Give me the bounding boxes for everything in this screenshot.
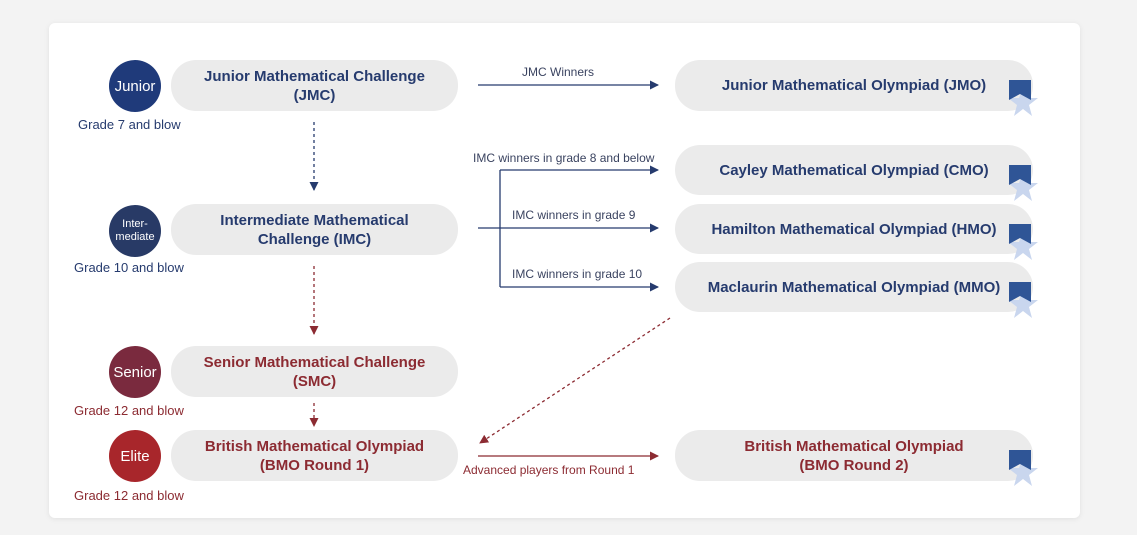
arrow-mmo-bmo1 bbox=[479, 317, 671, 444]
ribbon-star-icon bbox=[1008, 80, 1038, 116]
intermediate-badge: Inter- mediate bbox=[109, 205, 161, 257]
ribbon-star-icon bbox=[1008, 165, 1038, 201]
hmo-pill: Hamilton Mathematical Olympiad (HMO) bbox=[675, 204, 1033, 254]
elite-grade-label: Grade 12 and blow bbox=[74, 488, 184, 503]
imc-grade9-label: IMC winners in grade 9 bbox=[512, 208, 636, 222]
imc-grade10-label: IMC winners in grade 10 bbox=[512, 267, 643, 281]
senior-badge: Senior bbox=[109, 346, 161, 398]
mmo-pill: Maclaurin Mathematical Olympiad (MMO) bbox=[675, 262, 1033, 312]
cmo-pill: Cayley Mathematical Olympiad (CMO) bbox=[675, 145, 1033, 195]
jmc-winners-label: JMC Winners bbox=[522, 65, 595, 79]
imc-pill: Intermediate Mathematical Challenge (IMC… bbox=[171, 204, 458, 255]
advanced-players-label: Advanced players from Round 1 bbox=[463, 463, 635, 477]
bmo-round2-pill: British Mathematical Olympiad (BMO Round… bbox=[675, 430, 1033, 481]
ribbon-star-icon bbox=[1008, 450, 1038, 486]
bmo-round1-pill: British Mathematical Olympiad (BMO Round… bbox=[171, 430, 458, 481]
jmc-pill: Junior Mathematical Challenge (JMC) bbox=[171, 60, 458, 111]
senior-grade-label: Grade 12 and blow bbox=[74, 403, 184, 418]
elite-badge: Elite bbox=[109, 430, 161, 482]
smc-pill: Senior Mathematical Challenge (SMC) bbox=[171, 346, 458, 397]
junior-grade-label: Grade 7 and blow bbox=[78, 117, 181, 132]
jmo-pill: Junior Mathematical Olympiad (JMO) bbox=[675, 60, 1033, 111]
intermediate-grade-label: Grade 10 and blow bbox=[74, 260, 184, 275]
junior-badge: Junior bbox=[109, 60, 161, 112]
ribbon-star-icon bbox=[1008, 224, 1038, 260]
imc-grade8-label: IMC winners in grade 8 and below bbox=[473, 151, 655, 165]
ribbon-star-icon bbox=[1008, 282, 1038, 318]
